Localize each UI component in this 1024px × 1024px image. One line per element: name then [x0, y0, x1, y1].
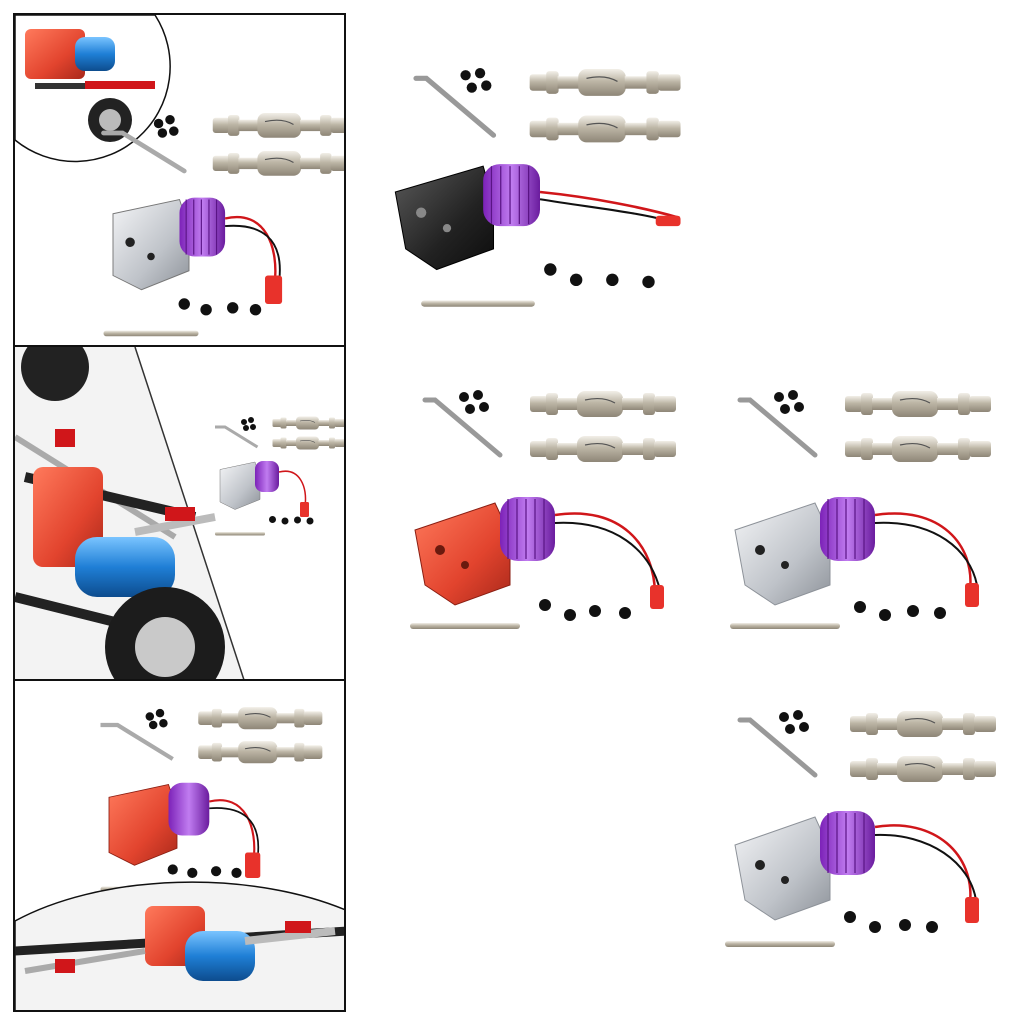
gearbox-motor-silver-2: [734, 811, 979, 923]
panel-red-kit: [13, 679, 346, 1012]
gearbox-motor-black: [394, 164, 681, 271]
product-silver-kit-1: [715, 380, 1015, 640]
hex-key: [413, 75, 497, 138]
drive-shaft-1: [529, 68, 682, 97]
product-red-kit: [400, 380, 700, 640]
pin: [421, 300, 535, 307]
drive-shaft-1: [212, 112, 344, 139]
panel-vehicle-closeup: [13, 345, 346, 681]
gearbox-motor-silver: [734, 497, 979, 607]
gearbox-motor-red: [414, 497, 664, 609]
screws: [544, 263, 655, 289]
small-screws: [460, 68, 492, 93]
vehicle-bottom-inset: [15, 881, 344, 1010]
hex-key: [101, 130, 187, 174]
vehicle-side: [15, 347, 245, 679]
small-screws: [153, 114, 179, 138]
gearbox-motor: [112, 197, 283, 304]
kit-red-small: [100, 706, 323, 892]
product-black-kit: [385, 62, 695, 322]
product-silver-kit-2: [720, 700, 1020, 960]
drive-shaft-2: [212, 150, 344, 177]
screws: [178, 298, 262, 316]
panel-silver-kit: [13, 13, 346, 347]
kit-silver: [101, 112, 344, 337]
drive-shaft-2: [529, 114, 682, 144]
pin: [103, 330, 199, 337]
vehicle-inset: [15, 15, 171, 163]
kit-silver-small: [215, 416, 344, 536]
